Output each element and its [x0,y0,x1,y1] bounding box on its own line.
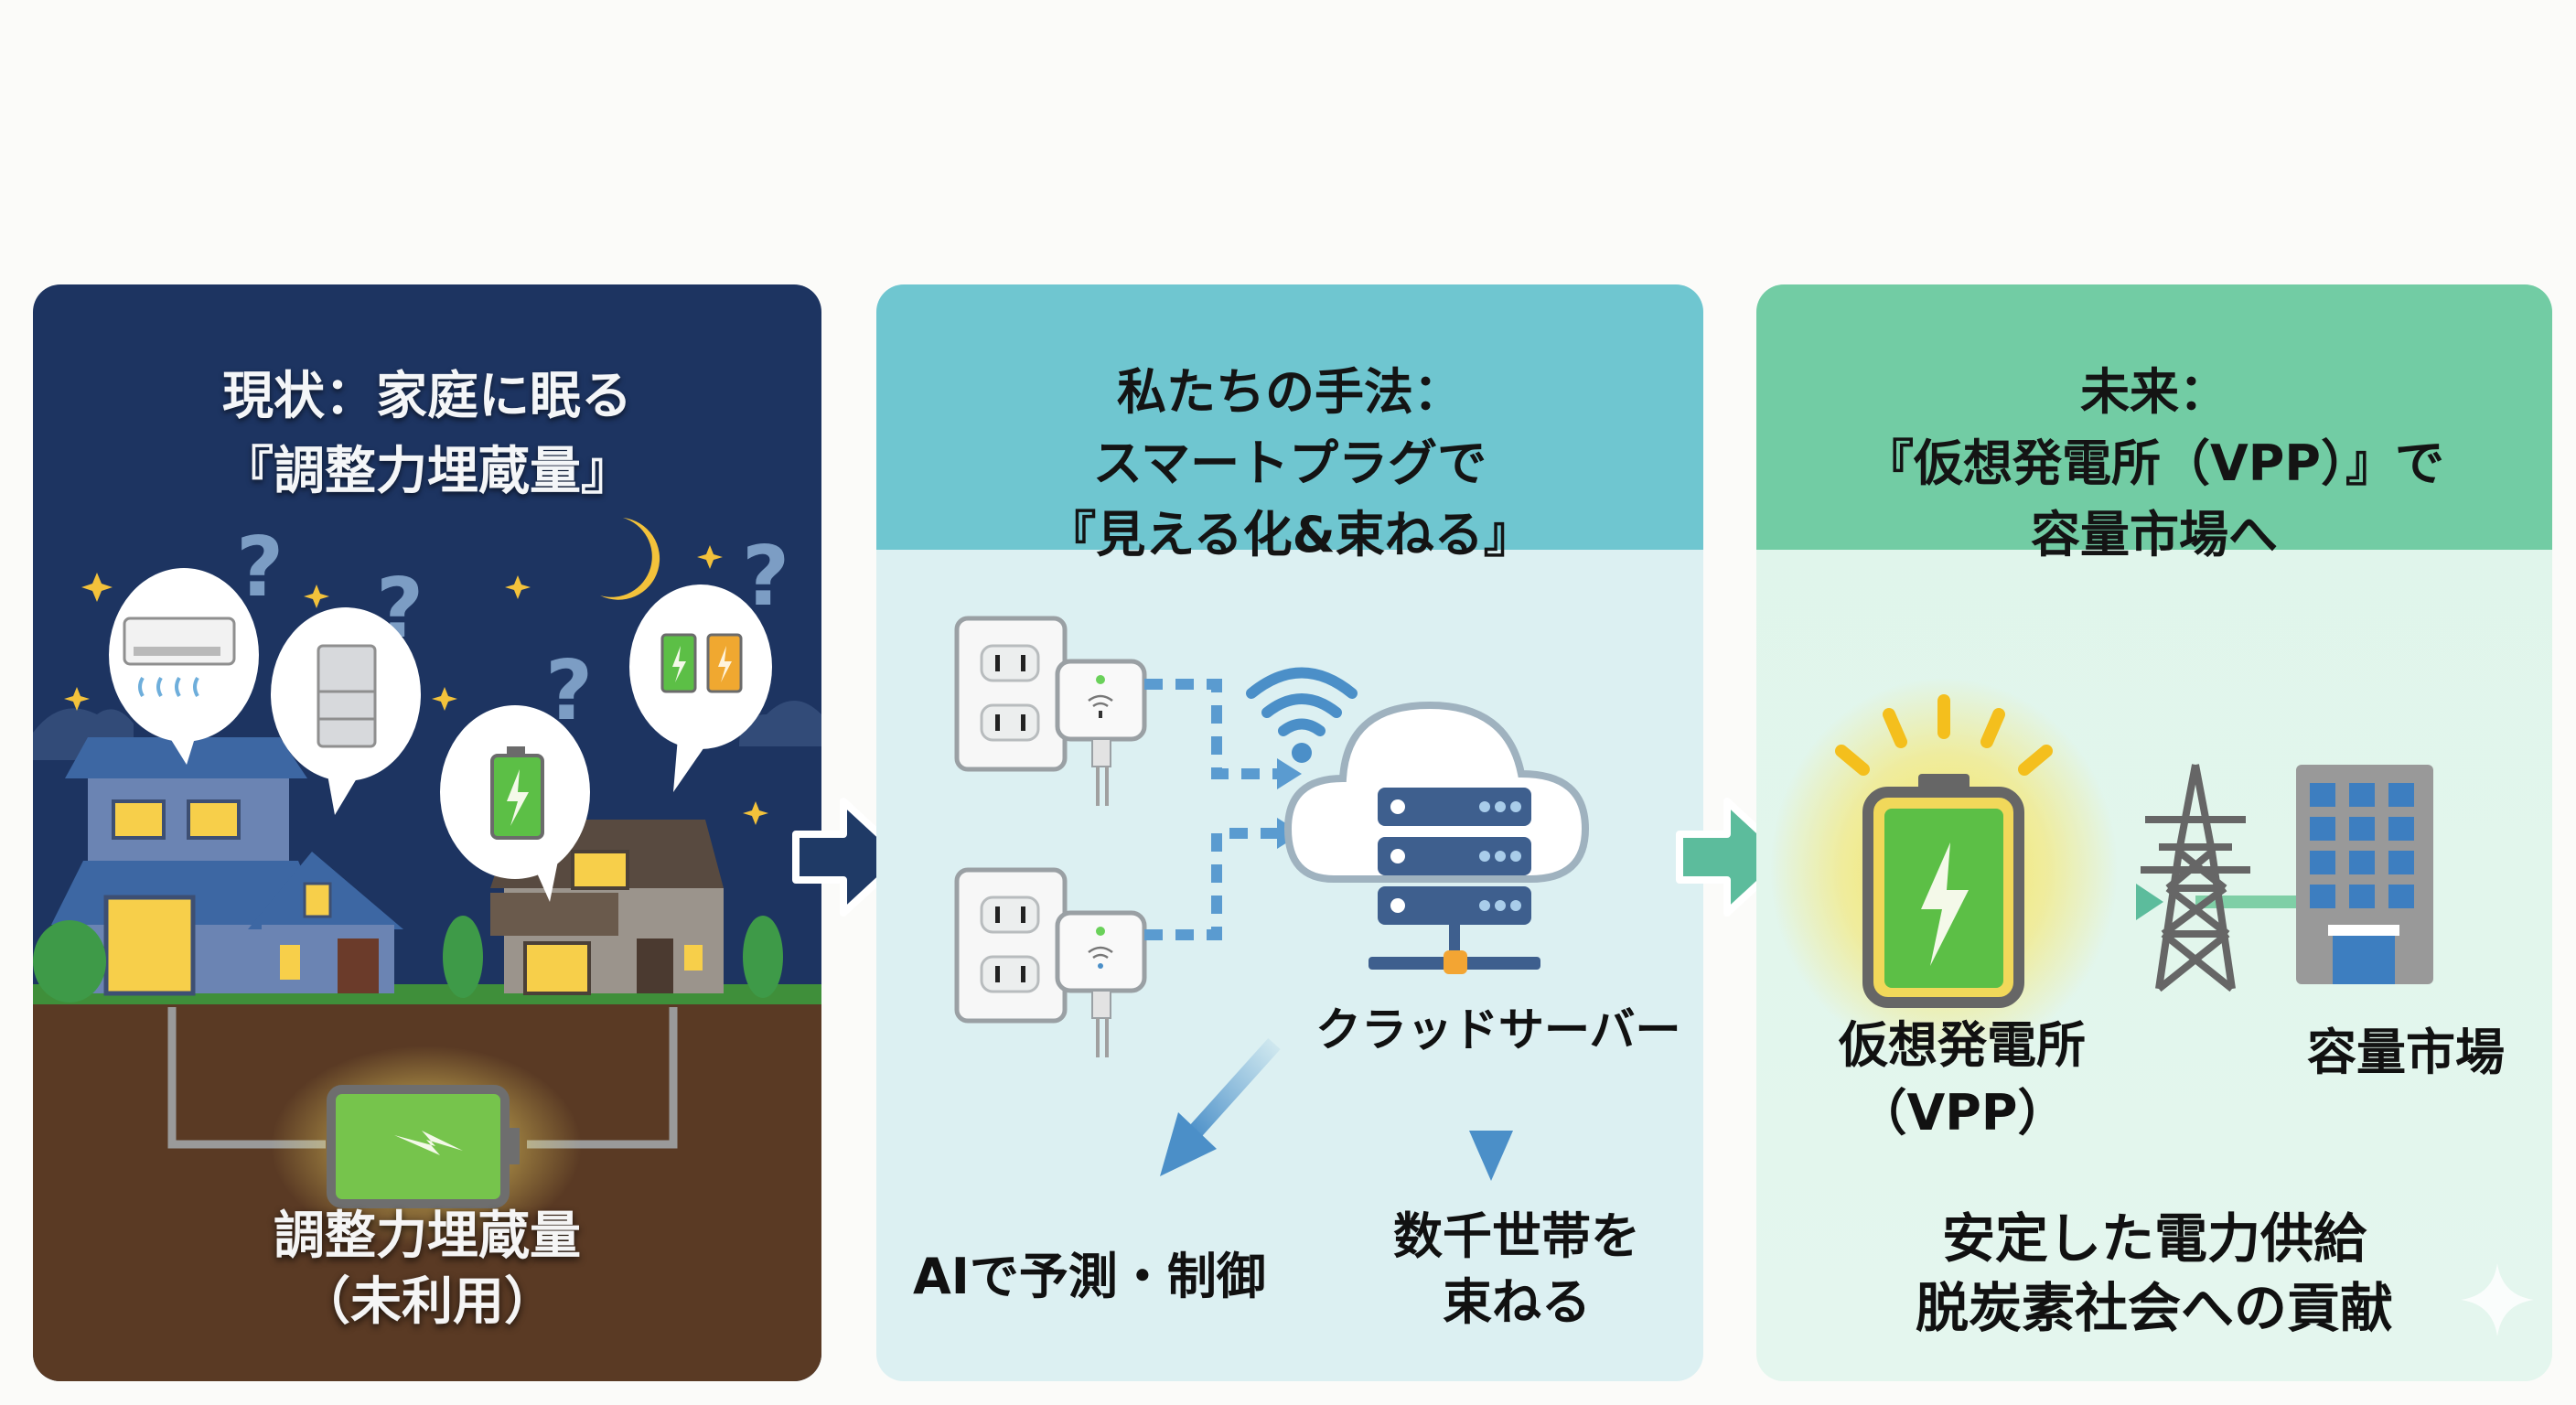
cloud-server-icon [1283,701,1590,974]
outlet-with-smart-plug [954,867,1147,1057]
smart-plug-icon [1055,659,1147,806]
label-line: 仮想発電所 [1839,1016,2086,1074]
label-line: 脱炭素社会への貢献 [1915,1277,2393,1339]
bundle-households-label: 数千世帯を 束ねる [1352,1204,1681,1335]
office-building-icon [2296,765,2433,984]
tree-icon [443,916,483,998]
panel-header-band [1756,284,2552,550]
star-icon [304,585,329,608]
outlet-icon [954,616,1068,772]
refrigerator-icon [317,644,377,748]
transmission-tower-icon [2141,764,2250,992]
label-line: （VPP） [1857,1084,2067,1142]
tree-icon [743,916,783,998]
star-icon [505,575,531,599]
star-icon [64,687,90,711]
buried-battery-icon [327,1085,520,1208]
flow-arrow-right-icon [792,798,907,917]
panel-future: 未来： 『仮想発電所（VPP）』で 容量市場へ [1756,284,2552,1381]
title-line: 私たちの手法： [1117,362,1463,421]
outlet-icon [954,867,1068,1024]
tree-icon [33,920,106,1003]
night-neighborhood-illustration: ? ? ? ? [33,518,821,1381]
panel-title: 未来： 『仮想発電所（VPP）』で 容量市場へ [1756,357,2552,571]
star-icon [432,687,457,711]
cloud-server-label: クラッドサーバー [1315,1003,1681,1056]
title-line: 現状：家庭に眠る [222,367,632,427]
label-line: 数千世帯を [1393,1207,1640,1265]
ai-control-label: AIで予測・制御 [913,1248,1266,1305]
glow-rays [1835,694,2053,776]
goal-statement: 安定した電力供給 脱炭素社会への貢献 [1756,1204,2552,1343]
sparkle-icon [2461,1263,2534,1336]
question-mark-icon: ? [236,520,284,616]
speech-bubble-battery-pair [629,585,772,792]
star-icon [743,801,768,825]
outlet-with-smart-plug [954,616,1147,806]
arrow-to-bundle-head [1469,1131,1513,1181]
vpp-market-illustration [1770,678,2534,1336]
vpp-label: 仮想発電所 （VPP） [1807,1012,2118,1147]
label-line: 束ねる [1443,1273,1591,1331]
wifi-dot [1292,743,1312,763]
smart-plug-flow-illustration [954,616,1590,1181]
house-icon [490,820,724,995]
star-icons [64,545,768,825]
moon-icon [600,518,660,600]
panel-title: 私たちの手法： スマートプラグで 『見える化&束ねる』 [876,357,1703,571]
panel-our-method: 私たちの手法： スマートプラグで 『見える化&束ねる』 [876,284,1703,1381]
panel-title: 現状：家庭に眠る 『調整力埋蔵量』 [33,359,821,509]
speech-bubble-battery [440,705,590,902]
cloud-icon [739,701,821,746]
star-icon [81,573,113,602]
star-icon [697,545,723,569]
battery-icon [490,746,544,840]
battery-pair-icon [660,633,743,693]
label-line: 調整力埋蔵量 [274,1207,581,1266]
title-line: 未来： [2080,362,2228,421]
title-line: 『見える化&束ねる』 [1046,505,1533,563]
capacity-market-label: 容量市場 [2307,1024,2505,1081]
label-line: （未利用） [299,1272,555,1332]
speech-bubble-fridge [271,607,421,815]
title-line: 容量市場へ [2031,505,2278,563]
arrow-to-ai-head [1160,1112,1217,1176]
panel-current-state: ? ? ? ? [33,284,821,1381]
title-line: スマートプラグで [1092,434,1487,492]
buried-capacity-label: 調整力埋蔵量 （未利用） [33,1204,821,1335]
title-line: 『調整力埋蔵量』 [222,442,632,502]
wifi-icon [1246,667,1358,736]
label-line: 安定した電力供給 [1941,1207,2367,1270]
air-conditioner-icon [123,617,236,698]
tree-icons [33,916,783,1003]
house-icon [51,737,403,996]
smart-plug-icon [1055,910,1147,1057]
power-flow-arrowhead [2136,884,2163,920]
panel-header-band [876,284,1703,550]
data-link-dashed [1144,679,1277,940]
title-line: 『仮想発電所（VPP）』で [1864,434,2444,492]
arrow-to-ai-icon [1186,1037,1281,1142]
speech-bubble-aircon [109,568,259,765]
glowing-battery-icon [1862,774,2024,1008]
